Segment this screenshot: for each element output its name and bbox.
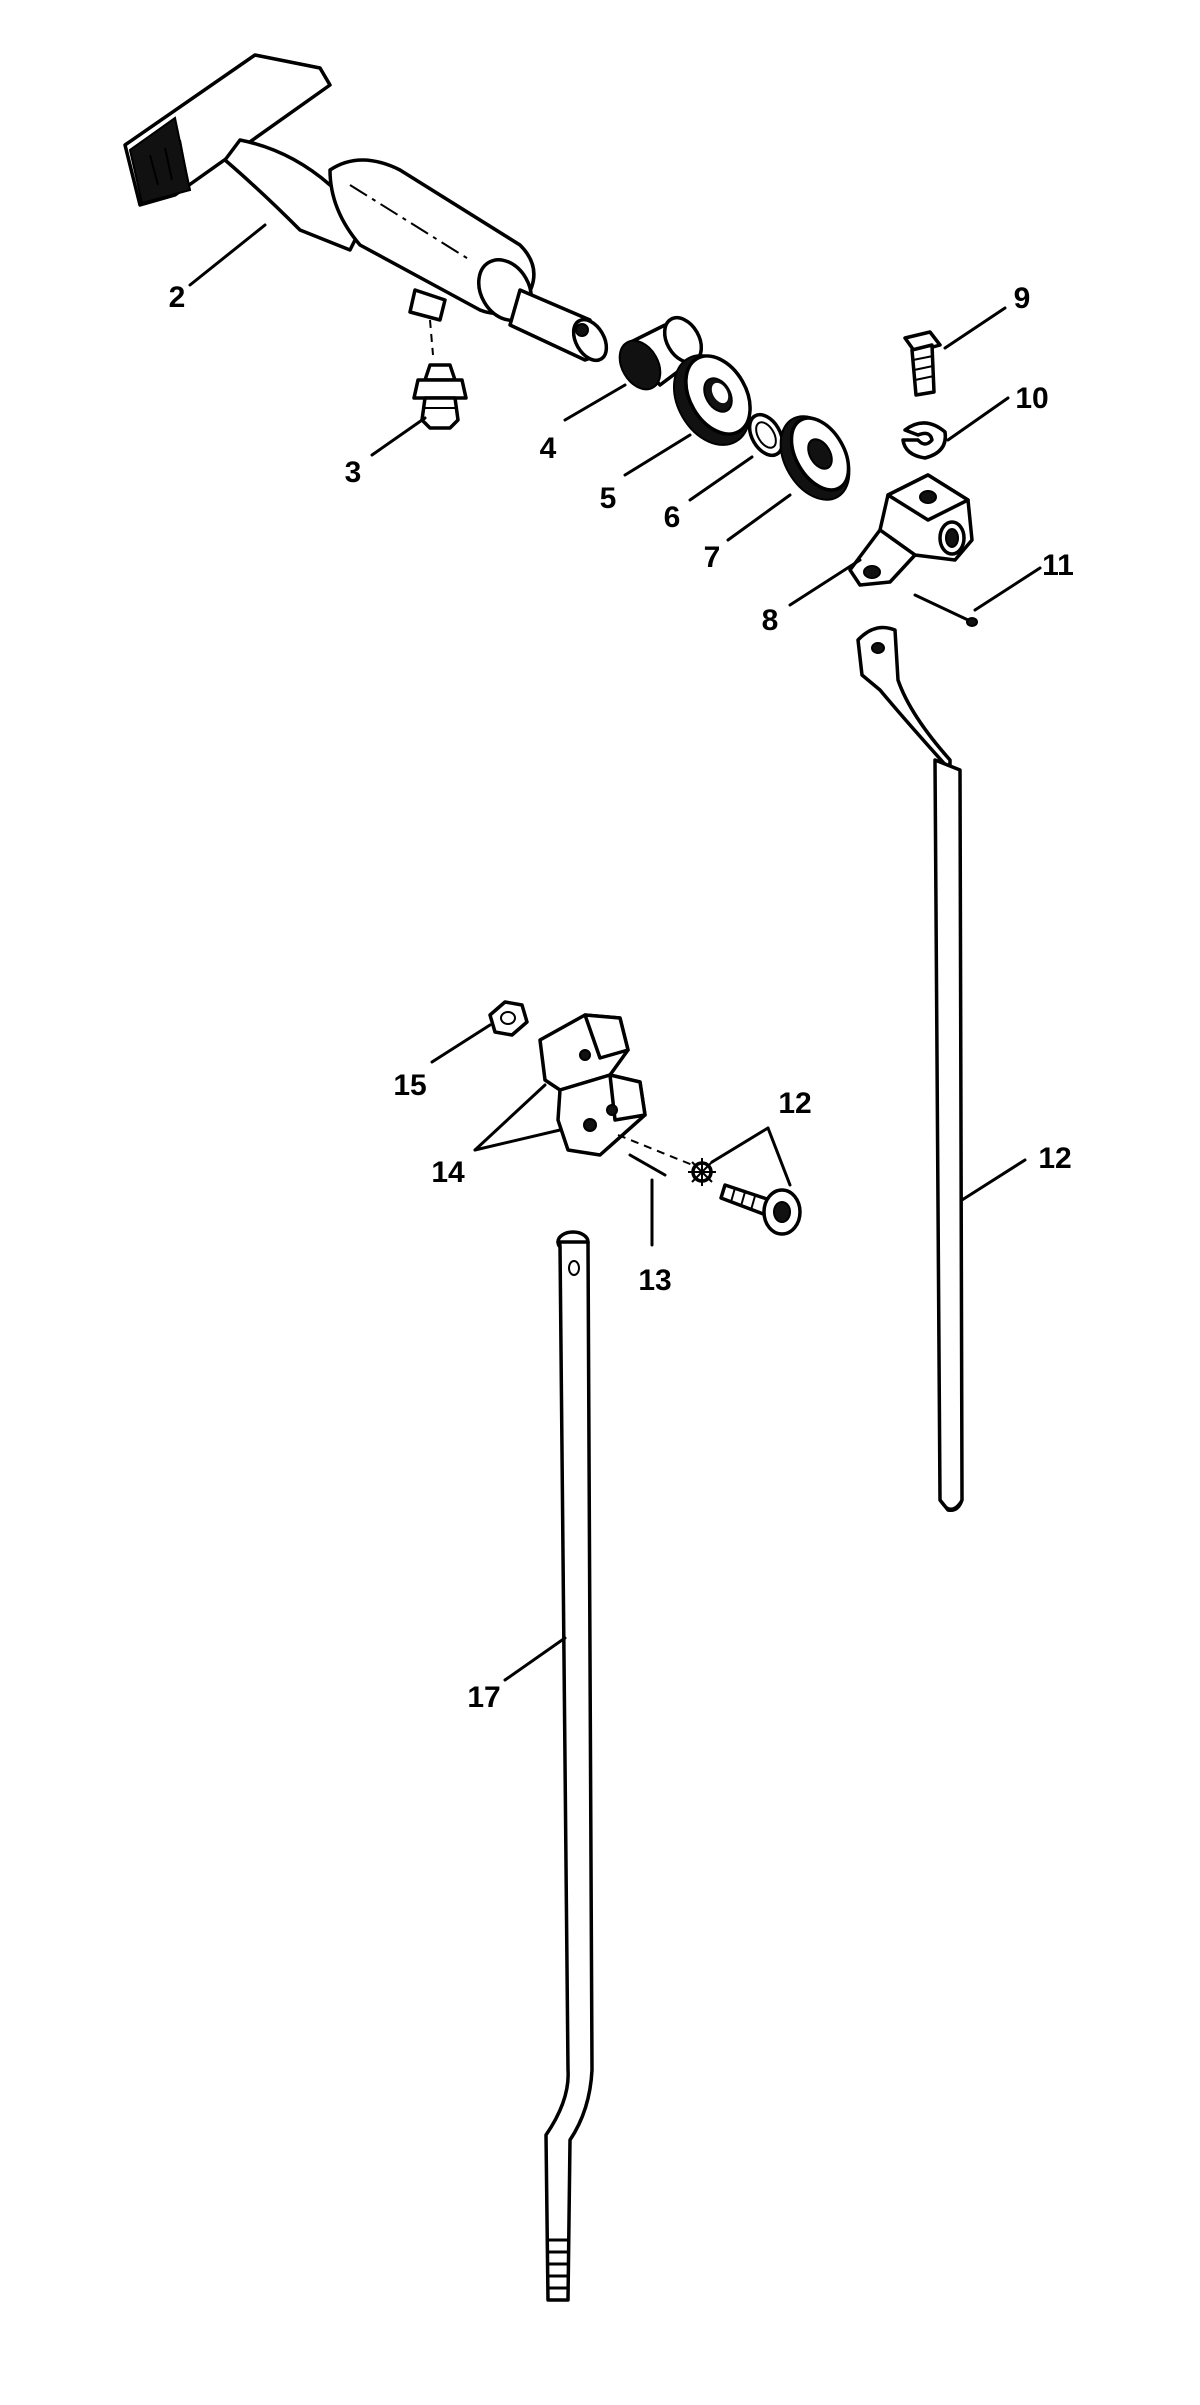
callout-7: 7 bbox=[704, 541, 721, 574]
callout-13: 12 bbox=[778, 1087, 811, 1120]
leader-line-16 bbox=[430, 1023, 492, 1064]
leader-line-11 bbox=[973, 566, 1042, 612]
callout-5: 5 bbox=[600, 482, 617, 515]
leader-line-13a bbox=[710, 1126, 770, 1164]
leader-line-17 bbox=[503, 1636, 567, 1682]
large-washer-part bbox=[673, 354, 752, 446]
callout-8: 8 bbox=[762, 604, 779, 637]
leader-line-12 bbox=[960, 1158, 1027, 1202]
callout-11: 11 bbox=[1042, 549, 1074, 582]
lock-washer-part bbox=[901, 421, 948, 460]
clamp-part bbox=[538, 1013, 647, 1157]
leader-line-15a bbox=[473, 1083, 547, 1152]
bolt-part bbox=[903, 330, 942, 397]
leader-line-7 bbox=[726, 493, 792, 542]
grease-fitting-part bbox=[412, 363, 468, 430]
leader-line-4 bbox=[563, 383, 627, 422]
retaining-ring-part bbox=[747, 412, 785, 458]
callout-14: 13 bbox=[638, 1264, 671, 1297]
star-washer-bolt-part bbox=[688, 1158, 802, 1236]
leader-line-3 bbox=[370, 416, 427, 457]
cotter-pin-part bbox=[913, 593, 978, 627]
clevis-part bbox=[848, 473, 974, 587]
leader-line-9 bbox=[943, 306, 1007, 350]
pin-part bbox=[617, 1134, 701, 1177]
lower-rod-part bbox=[544, 1230, 594, 2302]
nut-part bbox=[488, 1000, 529, 1037]
leader-line-2 bbox=[188, 223, 267, 287]
callout-15: 14 bbox=[431, 1156, 465, 1189]
callout-17: 17 bbox=[467, 1681, 500, 1714]
callout-9: 9 bbox=[1014, 282, 1031, 315]
callout-2: 2 bbox=[169, 281, 186, 314]
leader-line-6 bbox=[688, 455, 754, 502]
leader-line-13b bbox=[766, 1126, 792, 1187]
leader-line-8 bbox=[788, 558, 862, 607]
callout-6: 6 bbox=[664, 501, 681, 534]
callout-10: 10 bbox=[1015, 382, 1048, 415]
bushing-part bbox=[618, 315, 704, 391]
upper-rod-part bbox=[856, 625, 964, 1513]
callout-4: 4 bbox=[540, 432, 557, 465]
callout-12: 12 bbox=[1038, 1142, 1071, 1175]
leader-line-15b bbox=[473, 1128, 562, 1152]
callout-16: 15 bbox=[393, 1069, 426, 1102]
pedal-arm-part bbox=[123, 53, 609, 363]
flat-washer-part bbox=[779, 415, 851, 501]
leader-line-5 bbox=[623, 433, 692, 477]
callout-3: 3 bbox=[345, 456, 362, 489]
leader-line-10 bbox=[946, 396, 1010, 442]
